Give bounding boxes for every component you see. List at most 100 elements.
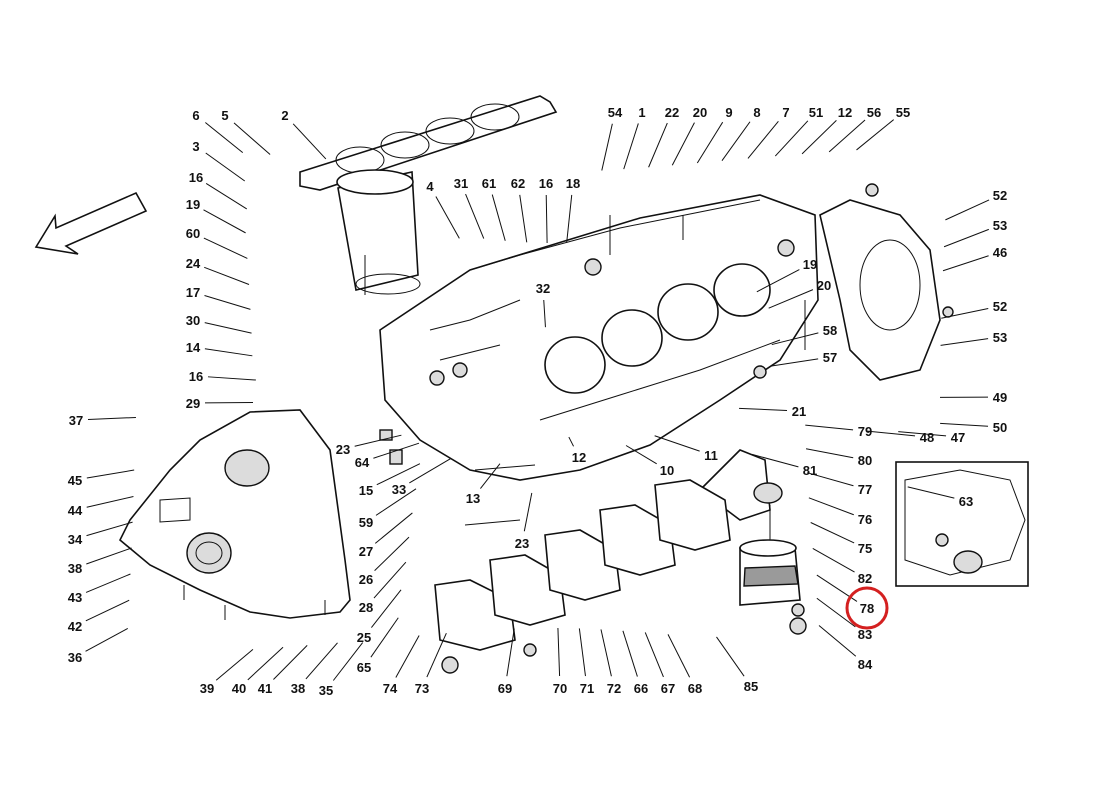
leader-line-14 <box>204 348 253 357</box>
leader-line-46 <box>942 255 989 272</box>
callout-label-49: 49 <box>993 390 1007 405</box>
leader-line-23 <box>354 434 402 447</box>
leader-line-53 <box>940 338 989 346</box>
leader-line-5 <box>233 122 271 155</box>
callout-label-62: 62 <box>511 176 525 191</box>
callout-label-16: 16 <box>189 369 203 384</box>
callout-label-23: 23 <box>515 536 529 551</box>
leader-line-41 <box>273 645 308 680</box>
leader-line-47 <box>898 431 947 437</box>
leader-line-48 <box>867 430 916 437</box>
callout-label-71: 71 <box>580 681 594 696</box>
leader-line-8 <box>721 121 751 162</box>
timing-cover <box>119 409 351 619</box>
callout-label-16: 16 <box>189 170 203 185</box>
callout-label-39: 39 <box>200 681 214 696</box>
leader-line-6 <box>205 122 244 154</box>
leader-line-36 <box>85 628 129 652</box>
callout-label-12: 12 <box>572 450 586 465</box>
callout-label-74: 74 <box>383 681 398 696</box>
callout-label-18: 18 <box>566 176 580 191</box>
callout-label-56: 56 <box>867 105 881 120</box>
leader-line-24 <box>204 266 250 285</box>
callout-label-53: 53 <box>993 330 1007 345</box>
callout-label-22: 22 <box>665 105 679 120</box>
leader-line-69 <box>506 628 515 677</box>
callout-label-42: 42 <box>68 619 82 634</box>
callout-label-26: 26 <box>359 572 373 587</box>
callout-label-10: 10 <box>660 463 674 478</box>
leader-line-55 <box>856 119 895 151</box>
callout-label-68: 68 <box>688 681 702 696</box>
rear-cover-plate <box>819 183 954 381</box>
leader-line-10 <box>625 445 657 465</box>
callout-label-69: 69 <box>498 681 512 696</box>
callout-label-58: 58 <box>823 323 837 338</box>
callout-label-12: 12 <box>838 105 852 120</box>
leader-line-68 <box>667 634 691 678</box>
leader-line-31 <box>465 193 485 239</box>
leader-line-3 <box>205 152 246 182</box>
callout-label-5: 5 <box>221 108 228 123</box>
callout-label-11: 11 <box>704 448 718 463</box>
callout-label-29: 29 <box>186 396 200 411</box>
leader-line-52 <box>941 307 989 319</box>
leader-line-63 <box>907 486 955 499</box>
callout-label-8: 8 <box>753 105 760 120</box>
leader-line-11 <box>654 435 700 452</box>
leader-line-62 <box>519 194 528 243</box>
leader-line-21 <box>739 407 788 411</box>
leader-line-64 <box>373 442 420 459</box>
callout-label-30: 30 <box>186 313 200 328</box>
leader-line-19 <box>203 209 246 234</box>
leader-line-77 <box>807 472 854 487</box>
leader-line-34 <box>86 521 133 537</box>
leader-line-60 <box>203 237 248 259</box>
callout-label-28: 28 <box>359 600 373 615</box>
leader-line-33 <box>409 458 451 484</box>
leader-line-37 <box>87 416 136 420</box>
callout-label-24: 24 <box>186 256 201 271</box>
callout-label-7: 7 <box>782 105 789 120</box>
callout-label-64: 64 <box>355 455 370 470</box>
callout-label-14: 14 <box>186 340 201 355</box>
leader-line-20 <box>768 289 814 309</box>
callout-label-55: 55 <box>896 105 910 120</box>
callout-label-1: 1 <box>638 105 645 120</box>
callout-label-60: 60 <box>186 226 200 241</box>
leader-line-45 <box>86 469 135 479</box>
callout-label-70: 70 <box>553 681 567 696</box>
leader-line-35 <box>332 642 364 681</box>
leader-line-17 <box>204 294 251 310</box>
callout-label-31: 31 <box>454 176 468 191</box>
leader-line-30 <box>204 322 252 334</box>
leader-line-25 <box>371 589 402 628</box>
leader-line-84 <box>818 625 857 657</box>
leader-line-79 <box>805 424 854 431</box>
callout-label-54: 54 <box>608 105 623 120</box>
callout-label-66: 66 <box>634 681 648 696</box>
callout-label-34: 34 <box>68 532 83 547</box>
callout-label-77: 77 <box>858 482 872 497</box>
leader-line-15 <box>376 463 421 486</box>
leader-line-67 <box>644 632 664 678</box>
leader-line-38 <box>305 642 338 680</box>
callout-label-79: 79 <box>858 424 872 439</box>
callout-label-51: 51 <box>809 105 823 120</box>
engine-block <box>379 194 819 481</box>
callout-label-40: 40 <box>232 681 246 696</box>
callout-label-27: 27 <box>359 544 373 559</box>
leader-line-7 <box>747 120 779 159</box>
leader-line-51 <box>774 120 809 157</box>
leader-line-44 <box>86 495 134 508</box>
callout-label-73: 73 <box>415 681 429 696</box>
callout-label-85: 85 <box>744 679 758 694</box>
leader-line-50 <box>940 422 989 427</box>
callout-label-80: 80 <box>858 453 872 468</box>
highlight-ring <box>845 586 889 630</box>
leader-line-75 <box>810 522 855 544</box>
callout-label-84: 84 <box>858 657 873 672</box>
leader-line-43 <box>85 573 131 593</box>
leader-line-39 <box>215 649 254 681</box>
